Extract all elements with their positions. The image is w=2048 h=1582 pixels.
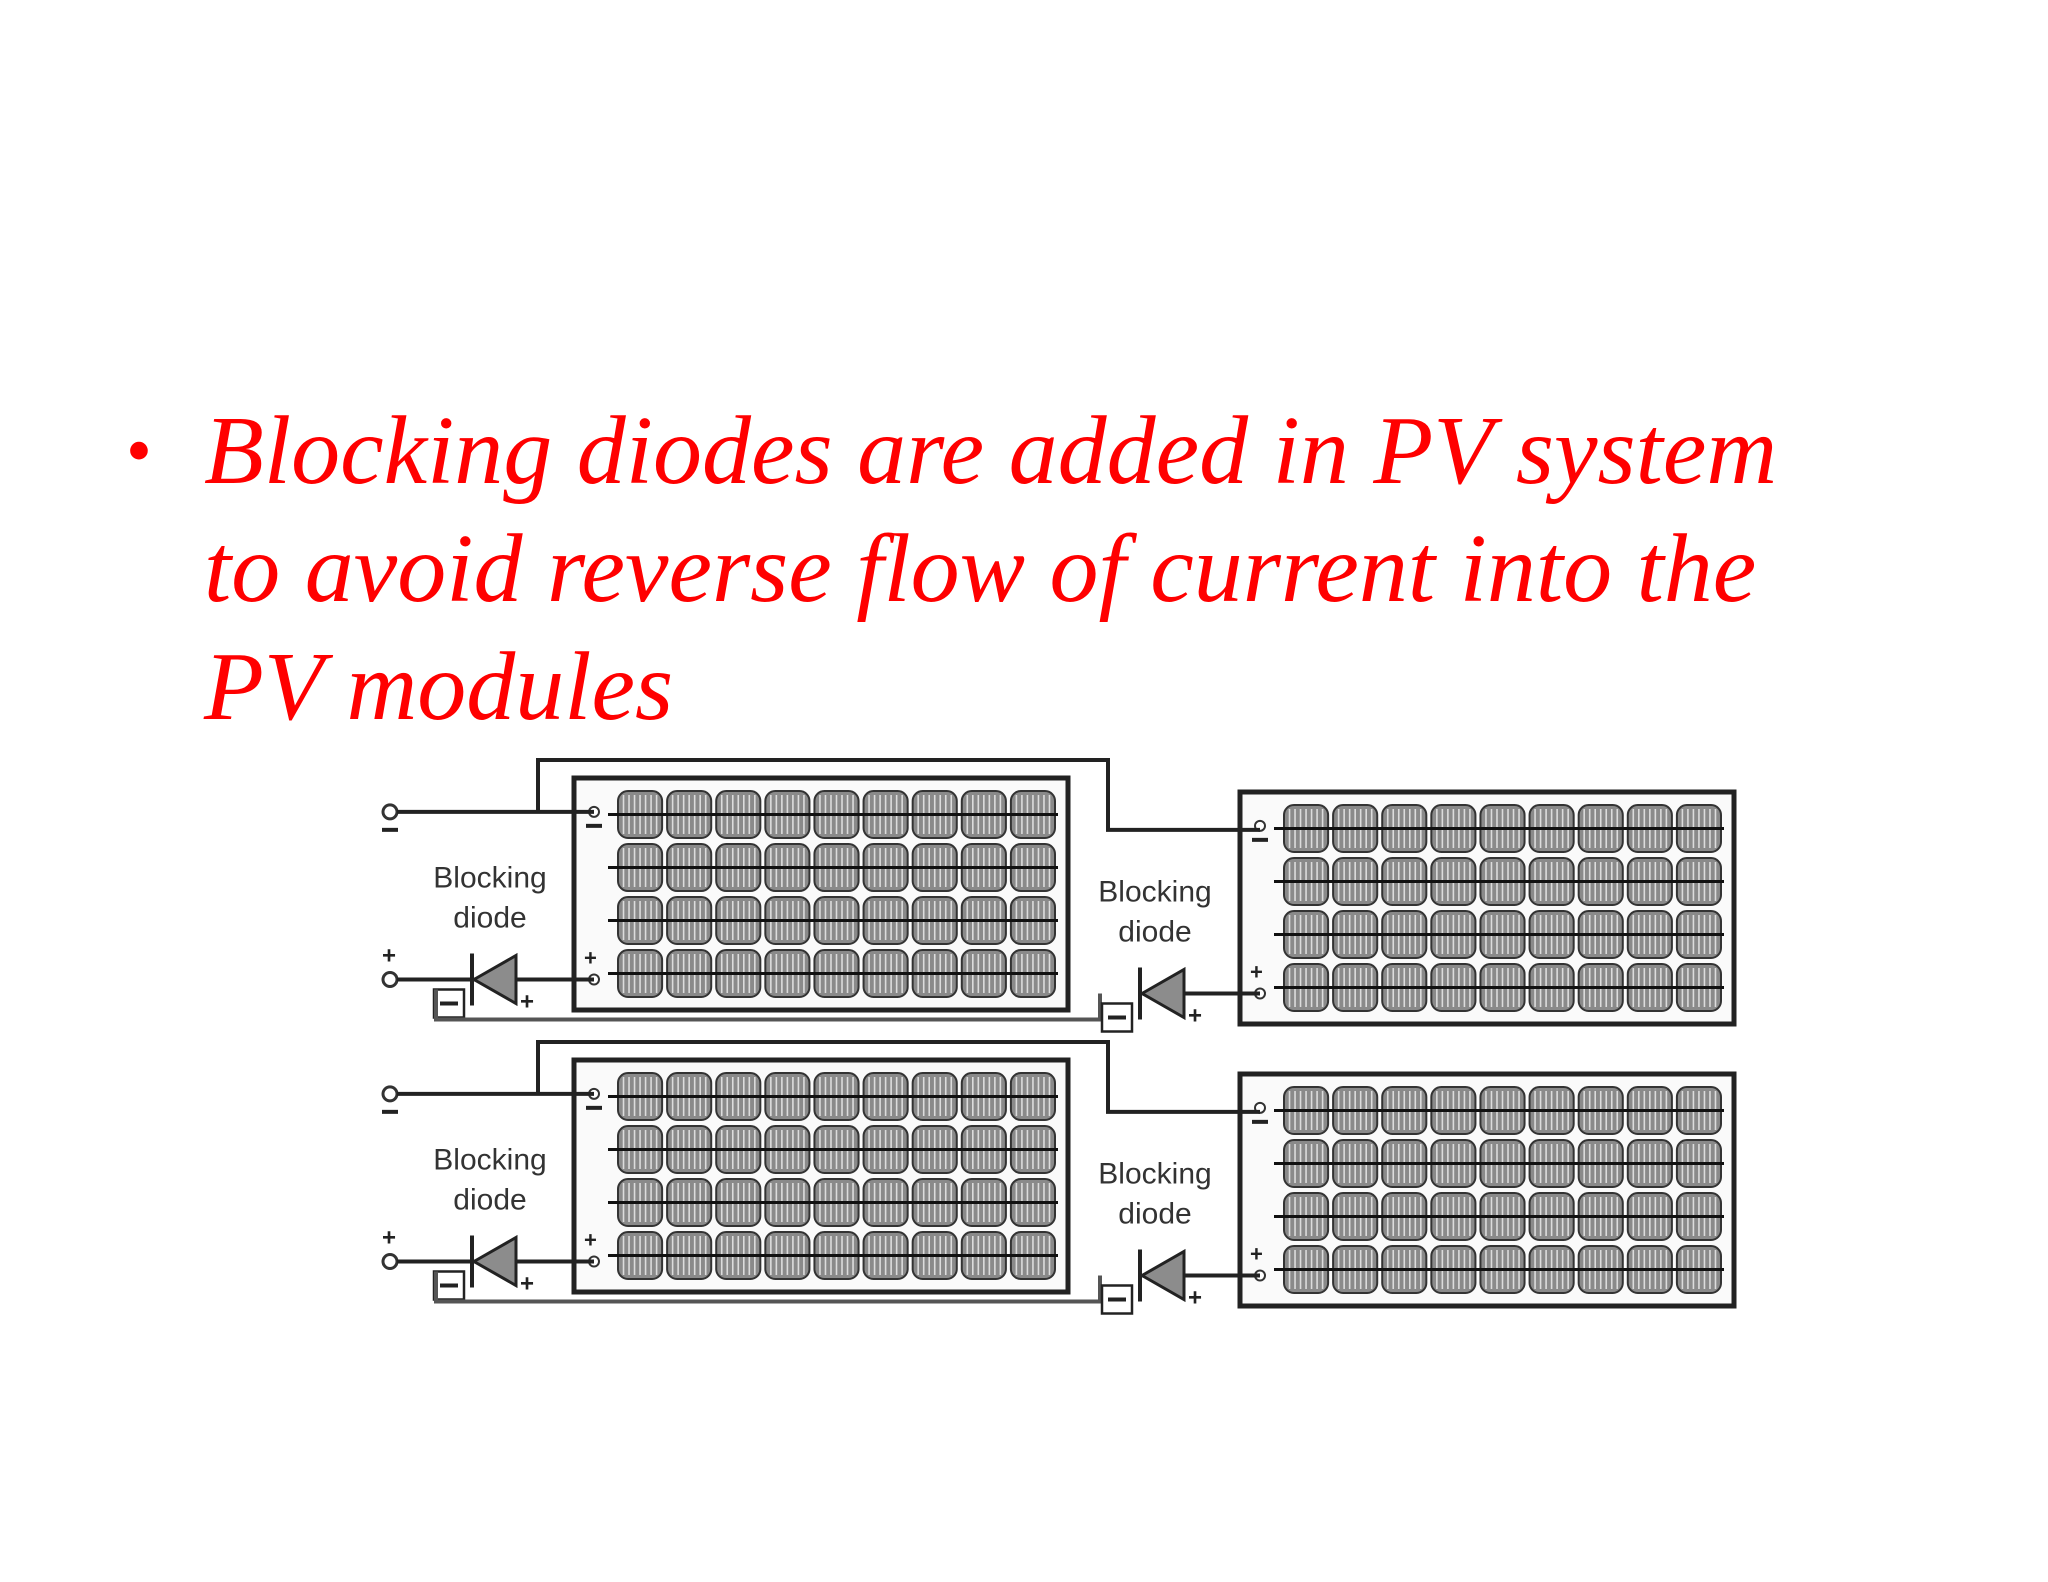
diode-label-line2: diode [1118, 916, 1191, 949]
plus-sign: + [584, 1228, 597, 1253]
bullet-text: Blocking diodes are added in PV system t… [204, 397, 1778, 741]
blocking-diode: + [432, 1234, 534, 1301]
diode-label-line2: diode [1118, 1198, 1191, 1231]
series-wire-bottom [434, 1271, 1102, 1304]
series-wire-top [536, 758, 1260, 832]
diode-triangle [470, 1234, 518, 1289]
plus-sign: + [520, 989, 534, 1016]
plus-sign: + [584, 946, 597, 971]
diode-triangle [470, 952, 518, 1007]
blocking-diode: + [1100, 1248, 1202, 1315]
plus-sign: + [1188, 1285, 1202, 1312]
plus-sign: + [1188, 1003, 1202, 1030]
plus-sign: + [382, 1225, 396, 1252]
pv-module: + [1237, 789, 1737, 1027]
blocking-diode: + [432, 952, 534, 1019]
blocking-diode: + [1100, 966, 1202, 1033]
diode-triangle [1138, 1248, 1186, 1303]
output-terminal-positive [381, 971, 399, 988]
pv-module: + [571, 1057, 1071, 1295]
plus-sign: + [1250, 960, 1263, 985]
pv-string-1: + + + + Blocking diode + Blocking diode [381, 758, 1737, 1033]
series-wire-top [536, 1040, 1260, 1114]
diode-label-line2: diode [453, 1184, 526, 1217]
output-terminal-positive [381, 1253, 399, 1270]
plus-sign: + [520, 1271, 534, 1298]
pv-module: + [571, 775, 1071, 1013]
diode-label-line1: Blocking [433, 862, 546, 895]
diode-label-line2: diode [453, 902, 526, 935]
pv-string-2: + + + + Blocking diode + Blocking diode [381, 1040, 1737, 1315]
series-wire-bottom [434, 989, 1102, 1022]
pv-module: + [1237, 1071, 1737, 1309]
diode-label-line1: Blocking [1098, 1158, 1211, 1191]
plus-sign: + [382, 943, 396, 970]
output-terminal-negative [381, 1085, 399, 1103]
plus-sign: + [1250, 1242, 1263, 1267]
diode-triangle [1138, 966, 1186, 1021]
diode-label-line1: Blocking [1098, 876, 1211, 909]
diode-label-line1: Blocking [433, 1144, 546, 1177]
bullet-dot: • [126, 410, 152, 492]
output-terminal-negative [381, 803, 399, 821]
